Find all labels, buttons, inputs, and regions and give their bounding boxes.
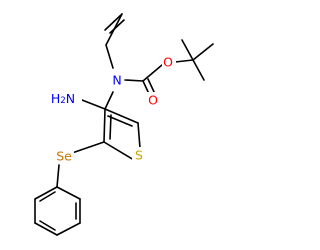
bond-ph-3-4 (56, 222, 81, 236)
bond-ring-c5-c3prime-double (109, 114, 112, 140)
bond-n-carbonyl-c (124, 79, 144, 82)
bond-ph-4-5 (34, 222, 58, 236)
bond-allyl-c2-c3 (105, 13, 123, 46)
bond-ring-c5-se (71, 141, 105, 154)
bond-tbu-me1 (181, 39, 194, 61)
atom-o-carbonyl-bg (147, 92, 161, 108)
bond-allyl-c1-c2 (104, 13, 123, 31)
bond-ring-c4-s (137, 122, 141, 149)
atom-nh2-subscript: 2 (60, 96, 65, 106)
atom-nh2-h: H (51, 91, 60, 106)
atom-s-bg (132, 147, 145, 163)
bond-n-ring-c3 (104, 91, 114, 110)
bond-ring-s-c5 (103, 141, 135, 161)
bond-tbu-me3 (192, 59, 205, 81)
bond-ring-c5-c3prime (103, 108, 106, 143)
atom-n-label: N (112, 73, 121, 88)
atom-s-label: S (135, 148, 143, 163)
bond-layer (34, 13, 214, 236)
atom-label-layer: N O O S Se H2N (44, 54, 176, 164)
bond-ester-o-tbu (174, 59, 194, 63)
bond-ring-c-nh2 (81, 99, 106, 110)
atom-nh2-n: N (66, 91, 75, 106)
atom-se-label: Se (56, 149, 72, 164)
bond-se-phenyl (56, 164, 60, 188)
bond-carbonyl-double-2 (147, 78, 156, 95)
atom-o-ester-bg (162, 54, 176, 70)
bond-ring-c3-c4 (104, 108, 139, 124)
atom-se-bg (54, 147, 74, 164)
bond-allyl-c1-c2-double (109, 19, 125, 34)
bond-ring-c3-c4-double (107, 115, 133, 127)
molecule-structure: N O O S Se H2N (34, 13, 214, 236)
bond-ph-inner-b (39, 220, 56, 231)
bond-ph-6-1 (34, 186, 58, 200)
atom-nh2-bg (44, 90, 82, 106)
atom-o-ester-label: O (163, 55, 173, 70)
bond-carbonyl-ester-o (142, 64, 163, 82)
atom-nh2-label: H2N (51, 91, 75, 107)
atom-o-carbonyl-label: O (148, 93, 158, 108)
bond-ph-inner-c (39, 191, 56, 202)
atom-n-bg (106, 72, 120, 88)
bond-allyl-c3-n (105, 44, 114, 69)
bond-ph-1-2 (56, 186, 81, 200)
bond-tbu-me2 (192, 43, 214, 61)
